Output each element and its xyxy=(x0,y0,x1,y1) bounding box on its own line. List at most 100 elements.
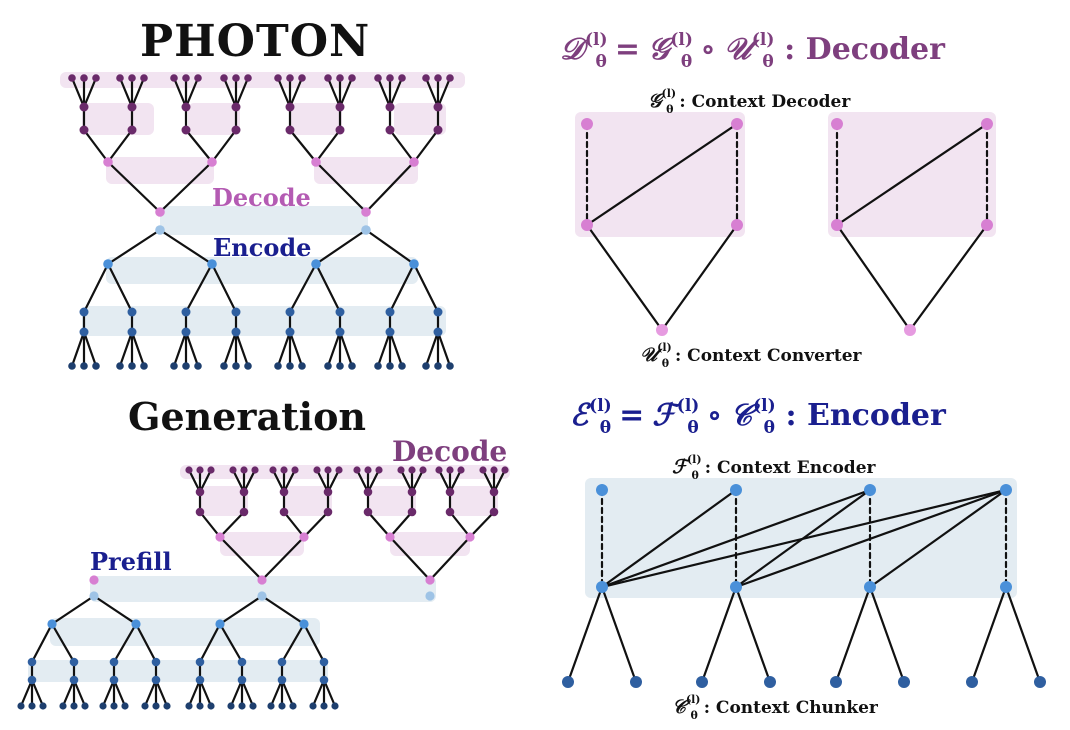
tree-edge xyxy=(118,76,134,109)
tree-node xyxy=(1000,484,1012,496)
tree-node xyxy=(385,125,395,135)
tree-node xyxy=(479,466,487,474)
band xyxy=(450,486,498,516)
tree-edge xyxy=(424,76,440,109)
tree-node xyxy=(68,74,76,82)
tree-node xyxy=(864,484,876,496)
tree-node xyxy=(445,507,455,517)
tree-node xyxy=(465,532,475,542)
tree-edge xyxy=(82,76,98,109)
tree-node xyxy=(696,676,708,688)
tree-node xyxy=(830,676,842,688)
tree-node xyxy=(730,581,742,593)
tree-node xyxy=(435,466,443,474)
tree-node xyxy=(127,307,137,317)
tree-node xyxy=(313,466,321,474)
tree-node xyxy=(596,581,608,593)
tree-node xyxy=(433,125,443,135)
tree-edge xyxy=(388,76,404,109)
tree-node xyxy=(336,74,344,82)
band xyxy=(180,465,510,479)
tree-edge xyxy=(184,330,200,368)
tree-edge xyxy=(288,128,318,164)
tree-node xyxy=(280,466,288,474)
tree-node xyxy=(335,102,345,112)
tree-edge xyxy=(566,585,604,684)
tree-node xyxy=(277,675,287,685)
tree-edge xyxy=(326,330,342,368)
tree-node xyxy=(433,307,443,317)
tree-node xyxy=(238,702,246,710)
tree-edge xyxy=(222,76,238,109)
tree-node xyxy=(103,259,113,269)
tree-node xyxy=(194,74,202,82)
tree-edge xyxy=(134,622,158,664)
tree-edge xyxy=(61,678,76,708)
tree-node xyxy=(207,466,215,474)
tree-node xyxy=(581,118,593,130)
tree-node xyxy=(195,675,205,685)
tree-node xyxy=(131,619,141,629)
tree-node xyxy=(299,619,309,629)
tree-edge xyxy=(210,128,238,164)
band xyxy=(390,532,470,556)
tree-edge xyxy=(302,510,330,539)
tree-node xyxy=(385,307,395,317)
tree-node xyxy=(309,702,317,710)
tree-node xyxy=(331,702,339,710)
tree-edge xyxy=(288,330,304,368)
tree-edge xyxy=(106,262,134,314)
tree-node xyxy=(299,532,309,542)
tree-node xyxy=(386,74,394,82)
tree-node xyxy=(80,362,88,370)
tree-edge xyxy=(260,535,306,582)
tree-node xyxy=(182,74,190,82)
tree-node xyxy=(364,466,372,474)
tree-edge xyxy=(70,330,86,368)
tree-edge xyxy=(187,678,202,708)
tree-edge xyxy=(970,585,1008,684)
tree-edge xyxy=(280,622,306,664)
tree-node xyxy=(185,702,193,710)
tree-node xyxy=(128,362,136,370)
tree-edge xyxy=(198,510,222,539)
tree-edge xyxy=(184,76,200,109)
tree-node xyxy=(140,74,148,82)
tree-node xyxy=(407,507,417,517)
tree-node xyxy=(446,466,454,474)
tree-node xyxy=(109,657,119,667)
tree-edge xyxy=(218,510,246,539)
tree-node xyxy=(68,362,76,370)
tree-node xyxy=(375,466,383,474)
band xyxy=(314,157,418,184)
tree-edge xyxy=(600,585,638,684)
tree-edge xyxy=(276,76,292,109)
tree-edge xyxy=(222,330,238,368)
tree-node xyxy=(229,466,237,474)
tree-node xyxy=(239,487,249,497)
tree-node xyxy=(433,102,443,112)
tree-edge xyxy=(288,76,304,109)
tree-node xyxy=(335,327,345,337)
tree-node xyxy=(433,327,443,337)
tree-edge xyxy=(734,488,1008,589)
tree-edge xyxy=(198,678,213,708)
tree-edge xyxy=(158,160,214,214)
tree-edge xyxy=(50,622,76,664)
tree-edge xyxy=(364,160,416,214)
tree-edge xyxy=(376,330,392,368)
tree-node xyxy=(215,532,225,542)
tree-edge xyxy=(585,122,739,227)
tree-edge xyxy=(660,223,739,332)
tree-node xyxy=(240,466,248,474)
tree-node xyxy=(232,362,240,370)
tree-node xyxy=(1000,581,1012,593)
tree-node xyxy=(904,324,916,336)
tree-edge xyxy=(314,128,342,164)
band xyxy=(82,306,446,336)
tree-node xyxy=(182,362,190,370)
tree-node xyxy=(501,466,509,474)
tree-node xyxy=(630,676,642,688)
tree-node xyxy=(59,702,67,710)
